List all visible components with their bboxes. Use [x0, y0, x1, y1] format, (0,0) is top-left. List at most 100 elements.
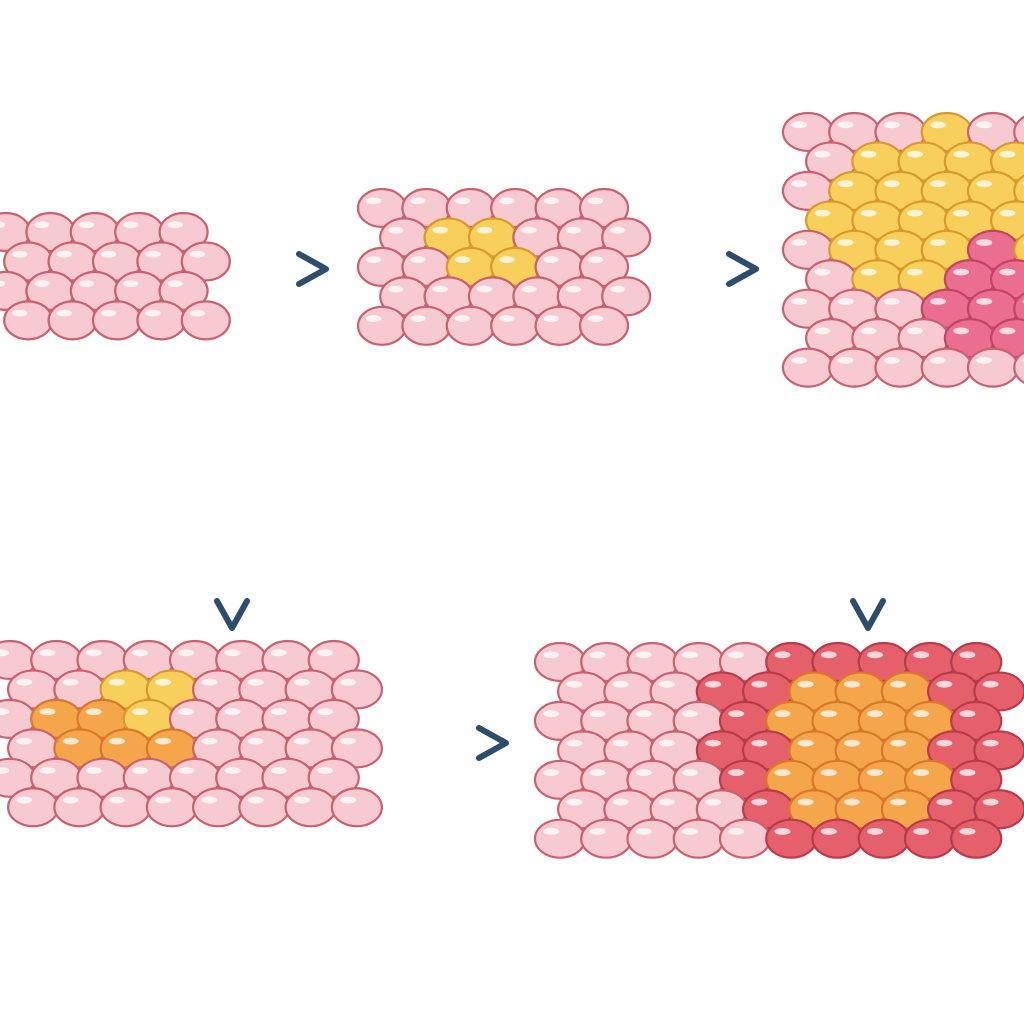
cell-highlight	[410, 197, 426, 205]
cell-highlight	[976, 356, 993, 364]
cell-highlight	[340, 796, 357, 804]
cell-highlight	[797, 680, 814, 688]
cell-highlight	[123, 221, 139, 229]
cell-highlight	[837, 121, 854, 129]
cell-highlight	[906, 209, 923, 217]
cell-highlight	[635, 651, 652, 659]
cell-highlight	[820, 651, 837, 659]
cell-highlight	[340, 737, 357, 745]
cell-highlight	[936, 798, 953, 806]
red-cell	[811, 818, 864, 859]
cell-highlight	[635, 769, 652, 777]
cell-highlight	[476, 285, 493, 293]
cell-highlight	[132, 649, 148, 657]
cell-highlight	[34, 280, 50, 288]
cell-highlight	[860, 327, 877, 335]
cell-highlight	[34, 221, 50, 229]
branch-arrow-icon	[214, 598, 250, 631]
cell-highlight	[224, 649, 241, 657]
cell-highlight	[999, 150, 1016, 158]
cell-highlight	[837, 180, 854, 188]
cell-highlight	[906, 327, 923, 335]
cell-highlight	[959, 828, 976, 835]
cell-highlight	[454, 315, 471, 322]
cell-highlight	[388, 285, 404, 293]
cell-highlight	[56, 250, 72, 258]
cell-highlight	[867, 828, 883, 835]
cell-highlight	[123, 280, 139, 288]
normal-cell	[966, 347, 1020, 388]
cell-highlight	[62, 678, 79, 686]
cell-highlight	[814, 268, 831, 276]
normal-cell	[672, 818, 725, 859]
cell-highlight	[953, 209, 970, 217]
cell-highlight	[913, 651, 930, 659]
cell-highlight	[930, 298, 946, 305]
stage-invasive-red-cluster	[533, 641, 1024, 859]
cell-highlight	[774, 828, 791, 835]
cell-highlight	[62, 737, 79, 745]
cell-highlight	[565, 285, 582, 293]
cell-highlight	[39, 767, 56, 775]
normal-cell	[284, 787, 337, 828]
normal-cell	[874, 347, 927, 388]
cell-highlight	[867, 769, 883, 777]
cell-highlight	[774, 651, 791, 659]
cell-highlight	[224, 708, 241, 716]
cell-highlight	[959, 651, 976, 659]
cell-highlight	[982, 798, 999, 806]
magenta-cell	[990, 259, 1024, 300]
cell-highlight	[476, 226, 493, 234]
cell-highlight	[953, 268, 970, 276]
cell-highlight	[930, 239, 946, 246]
cell-highlight	[132, 708, 148, 716]
cell-highlight	[167, 221, 183, 229]
red-cell	[765, 818, 818, 859]
cell-highlight	[867, 710, 883, 718]
cell-highlight	[751, 680, 768, 688]
cell-highlight	[543, 710, 560, 718]
cell-highlight	[293, 796, 310, 804]
normal-cell	[534, 305, 585, 346]
cell-highlight	[883, 121, 900, 129]
cell-highlight	[521, 285, 537, 293]
cell-highlight	[189, 250, 206, 258]
normal-cell	[626, 818, 679, 859]
cell-highlight	[317, 767, 333, 775]
cell-highlight	[843, 798, 860, 806]
cell-highlight	[837, 298, 854, 305]
cell-highlight	[499, 197, 515, 205]
cell-highlight	[913, 769, 930, 777]
cell-highlight	[16, 678, 33, 686]
cell-highlight	[589, 828, 606, 835]
cell-highlight	[728, 651, 745, 659]
cell-highlight	[936, 739, 953, 747]
cell-highlight	[0, 649, 10, 657]
cell-highlight	[12, 250, 28, 258]
cell-highlight	[85, 767, 102, 775]
cell-highlight	[682, 710, 698, 718]
cell-highlight	[0, 708, 10, 716]
normal-cell	[3, 300, 54, 341]
cell-highlight	[959, 710, 976, 718]
cell-highlight	[610, 226, 626, 234]
cell-highlight	[340, 678, 357, 686]
cell-highlight	[635, 710, 652, 718]
cell-highlight	[410, 256, 426, 264]
cell-highlight	[108, 737, 125, 745]
normal-cell	[238, 787, 291, 828]
cell-highlight	[682, 828, 698, 835]
normal-cell	[580, 818, 633, 859]
cell-highlight	[365, 197, 382, 205]
cell-highlight	[953, 327, 970, 335]
normal-cell	[718, 818, 772, 859]
cell-highlight	[982, 680, 999, 688]
cell-highlight	[543, 769, 560, 777]
cell-highlight	[543, 197, 559, 205]
cell-highlight	[247, 678, 264, 686]
cell-highlight	[0, 767, 10, 774]
cell-highlight	[145, 309, 161, 317]
cell-highlight	[820, 769, 837, 777]
cell-highlight	[521, 226, 537, 234]
cell-highlight	[999, 209, 1016, 217]
